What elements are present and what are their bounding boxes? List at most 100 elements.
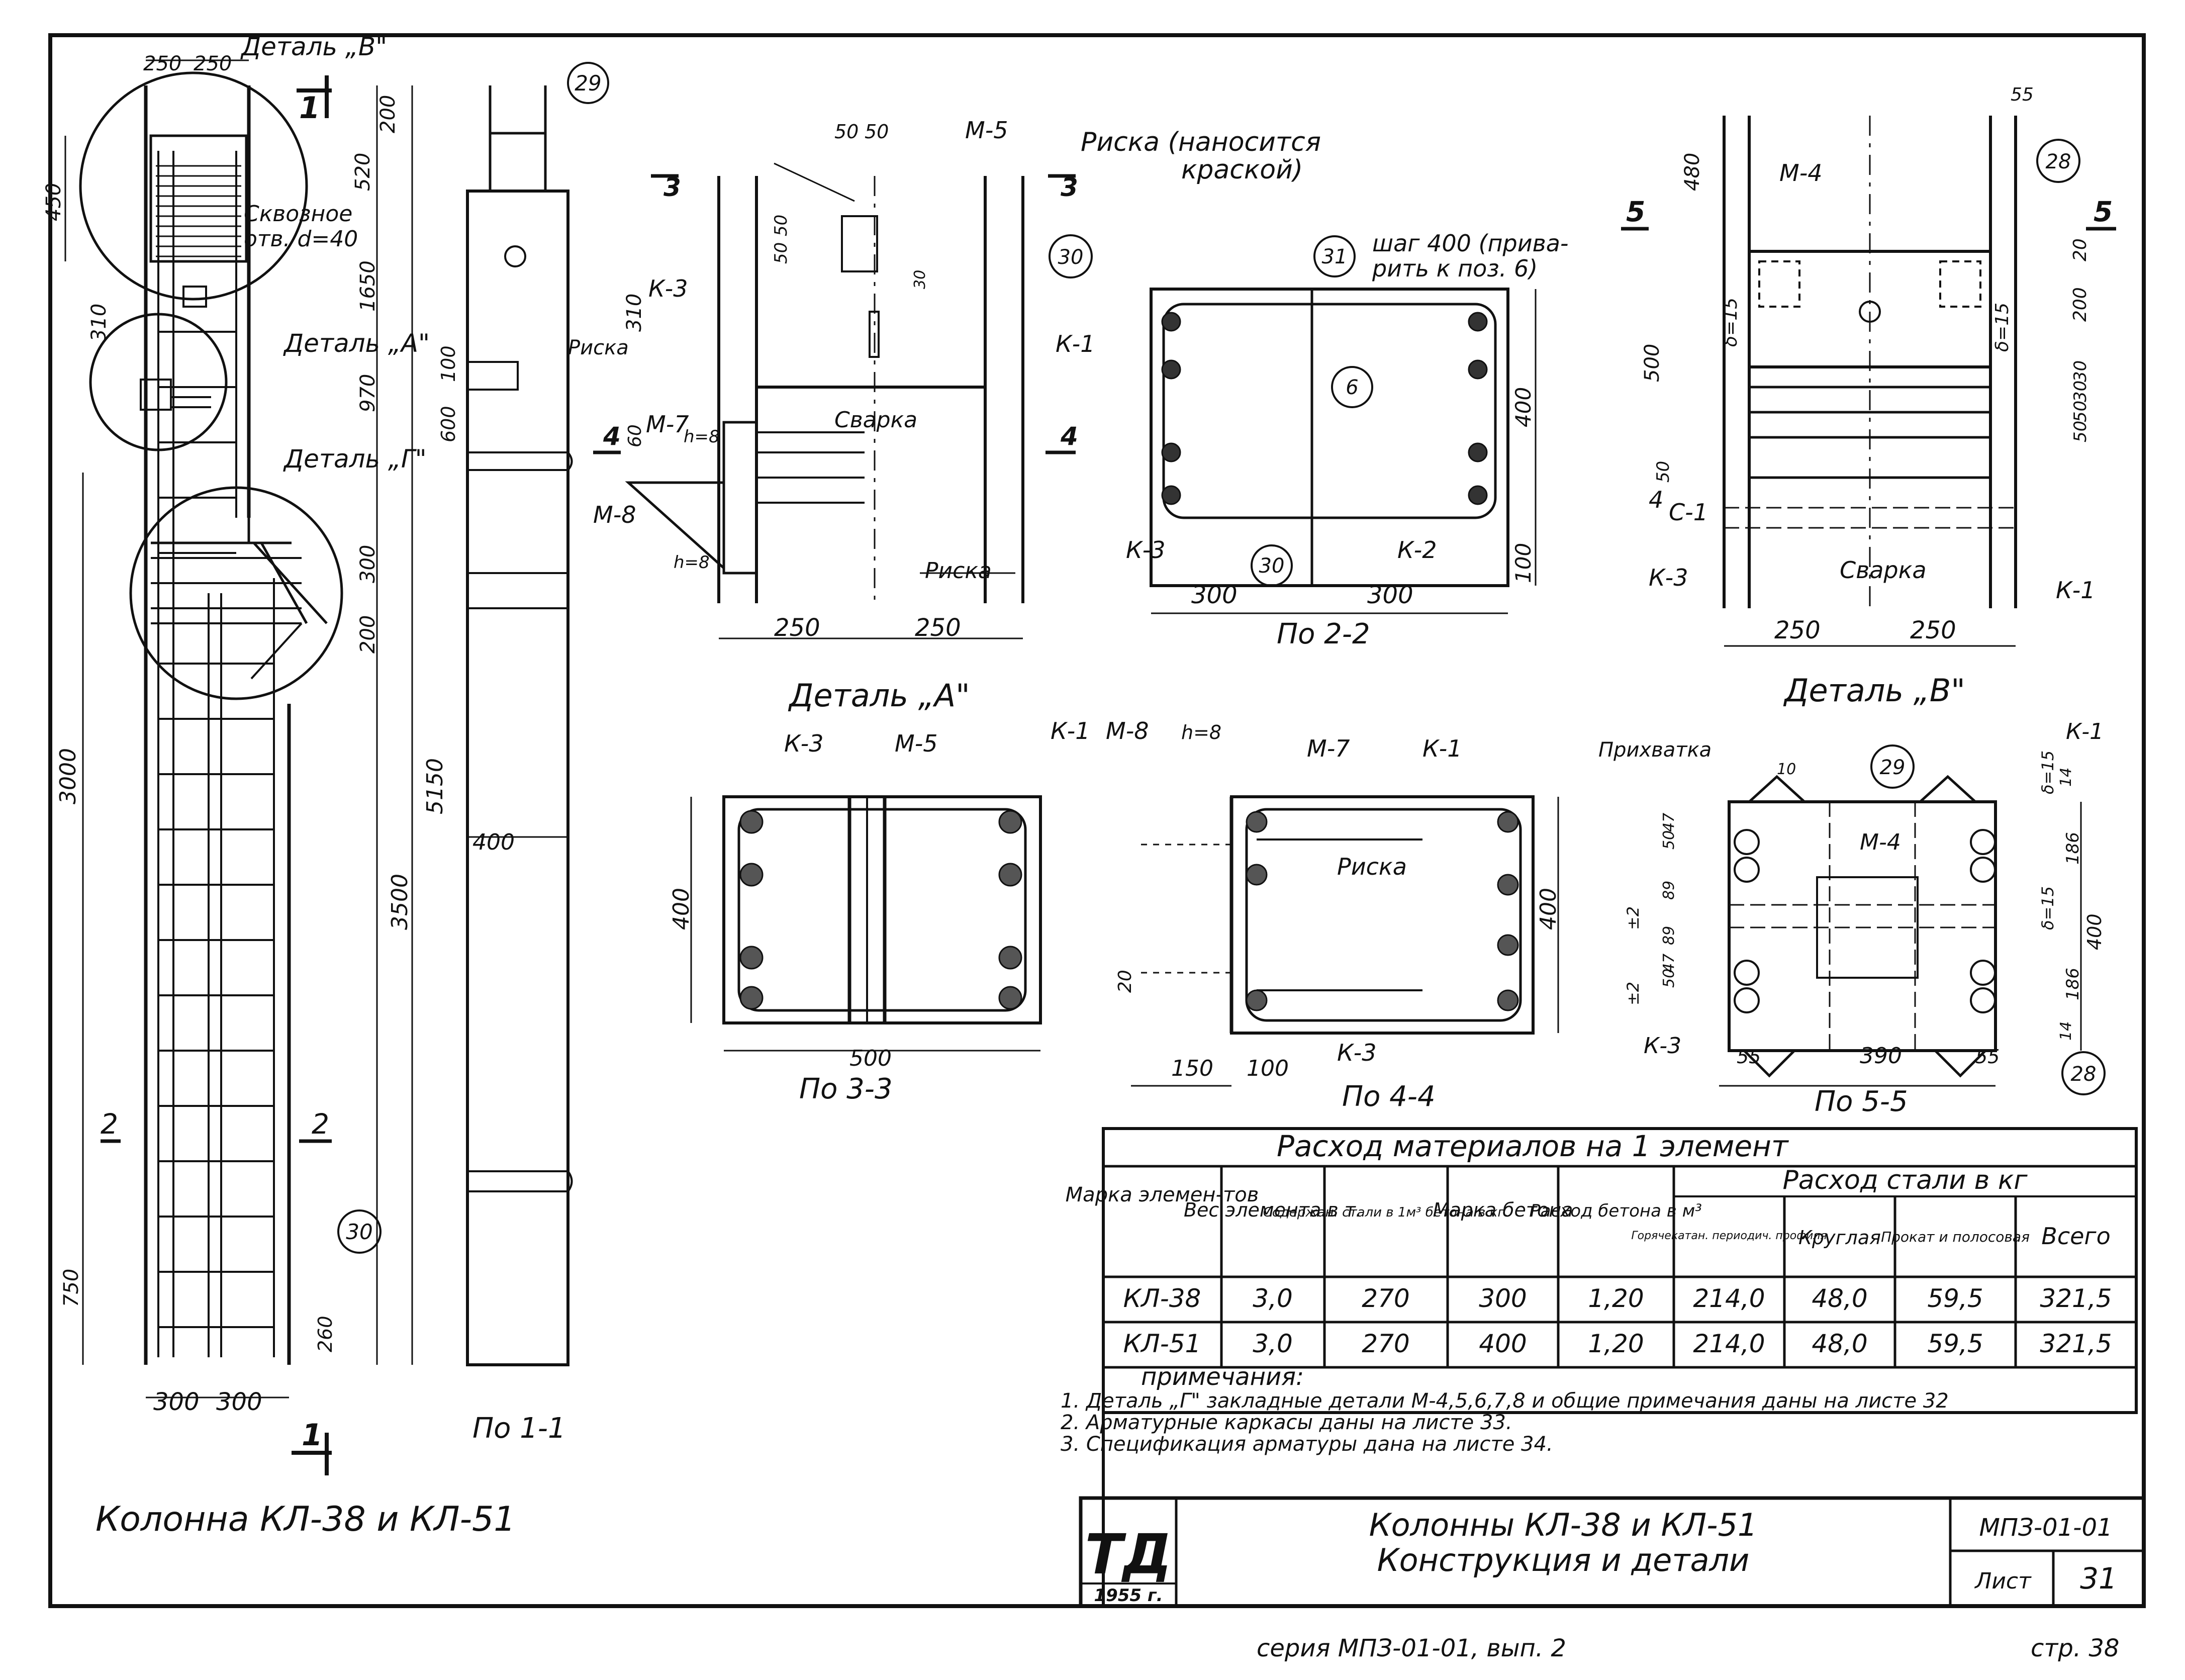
section-5-5-label-5: ±2: [1624, 982, 1643, 1005]
detail-v-label-4: Сварка: [1840, 556, 1927, 584]
table-cell-weight: 3,0: [1253, 1284, 1293, 1313]
detail-v-dim-2: 500: [1641, 344, 1664, 382]
note-1: 1. Деталь „Г" закладные детали М-4,5,6,7…: [1061, 1389, 1949, 1413]
table-cell-concrete_mark: 400: [1479, 1329, 1527, 1358]
section-3-3-rebars: [739, 810, 1022, 1010]
detail-a-title: Деталь „А": [788, 677, 970, 714]
col-strip-header: Прокат и полосовая: [1881, 1229, 2030, 1245]
materials-table: [1102, 1127, 2138, 1606]
main-dim-4: 450: [42, 183, 65, 221]
section-5-5-dim-1: 47: [1660, 813, 1678, 832]
detail-a-label-2: М-8: [593, 501, 636, 528]
table-cell-hot_rolled: 214,0: [1693, 1329, 1765, 1358]
callout-29-s55-circle: [1870, 744, 1915, 789]
section-2-2-note-1: шаг 400 (прива-: [1372, 230, 1569, 257]
callout-circle: [1331, 366, 1373, 408]
series-code: МПЗ-01-01: [1979, 1514, 2112, 1542]
stirrup-group: [158, 331, 274, 1328]
section-4-4-label-1: h=8: [1181, 721, 1221, 743]
footer-page: стр. 38: [2031, 1634, 2119, 1662]
section-2-2-dim-100: 100: [1511, 543, 1536, 583]
detail-b-circle: [79, 71, 308, 301]
detail-a-dim-0: 50: [834, 121, 859, 143]
detail-g-label: Деталь „Г": [283, 444, 427, 474]
section-2-right: 2: [312, 1108, 329, 1140]
rebar-section: [998, 863, 1022, 887]
rebar-section: [1497, 989, 1519, 1011]
rebar-section: [1970, 829, 1996, 855]
section-5-5-dim-13: 390: [1860, 1043, 1902, 1069]
rebar-section: [1970, 857, 1996, 883]
table-cell-total: 321,5: [2040, 1329, 2112, 1358]
notes-heading: примечания:: [1141, 1363, 1304, 1391]
section-4-4-rebars: [1246, 811, 1519, 1011]
section-2-2-label-k3: К-3: [1126, 536, 1166, 564]
section-5-5-dim-10: 14: [2057, 768, 2075, 787]
table-cell-mark: КЛ-51: [1123, 1329, 1201, 1358]
callout-28-s55-circle: [2061, 1051, 2106, 1095]
col-concrete-mark-header: Марка бетона: [1433, 1199, 1573, 1221]
rebar-section: [1468, 442, 1488, 462]
main-dim-18: 300: [153, 1388, 200, 1416]
callout-30-circle: [337, 1209, 382, 1254]
section-5-5-dim-2: 50: [1660, 830, 1678, 850]
detail-v-dim-7: 50: [2070, 421, 2091, 442]
col-mark-header: Марка элемен-тов: [1066, 1183, 1259, 1206]
section-5-5-rebars: [1734, 829, 1996, 1013]
rebar-section: [1497, 811, 1519, 833]
section-2-2-callout-0: 31: [1322, 245, 1348, 268]
detail-v-label-0: М-4: [1779, 159, 1823, 186]
section-2-2-callout-1: 6: [1346, 376, 1358, 399]
detail-v-view: [1621, 116, 2116, 647]
section-2-2-callout-2: 30: [1259, 554, 1285, 578]
section-5-5-dim-3: 89: [1660, 881, 1678, 900]
table-cell-concrete_volume: 1,20: [1588, 1329, 1644, 1358]
sheet-number: 31: [2080, 1561, 2117, 1596]
detail-a-label-4: К-1: [1056, 330, 1095, 357]
rebar-section: [739, 810, 764, 834]
main-dim-7: 970: [356, 374, 379, 412]
rebar-section: [1734, 829, 1760, 855]
detail-v-dim-8: 30: [2070, 381, 2091, 402]
rebar-section: [1734, 987, 1760, 1013]
callout-28-v: 28: [2046, 150, 2071, 173]
rebar-section: [1734, 857, 1760, 883]
section-1-bottom: 1: [302, 1418, 323, 1453]
detail-v-label-7: 4: [1649, 486, 1663, 513]
callout-circle: [1251, 544, 1293, 587]
section-1-top: 1: [299, 90, 320, 126]
section-5-5-label-1: М-4: [1860, 829, 1901, 855]
table-cell-mark: КЛ-38: [1123, 1284, 1201, 1313]
section-5-5-dim-9: 400: [2083, 913, 2106, 950]
rebar-section: [1161, 485, 1181, 505]
col-steelm3-header-text: Содержан. стали в 1м³ бетона в кг.: [1263, 1205, 1509, 1220]
table-cell-steel_per_m3: 270: [1362, 1284, 1409, 1313]
detail-v-dim-9: 50: [1653, 461, 1673, 483]
rebar-section: [1497, 874, 1519, 896]
riska-note-1: Риска (наносится: [1081, 127, 1321, 157]
detail-v-label-6: δ=15: [1992, 303, 2013, 352]
detail-v-label-5: δ=15: [1721, 298, 1741, 347]
detail-a-dim-4: 30: [911, 270, 929, 289]
detail-v-dim-4: 200: [2070, 287, 2091, 322]
detail-a-label-5: Сварка: [834, 407, 917, 433]
main-column-view: [64, 59, 573, 1475]
section-4-4-label-0: М-8: [1106, 717, 1149, 744]
col-steelm3-header: Содержан. стали в 1м³ бетона в кг.: [1263, 1205, 1509, 1220]
rebar-section: [1970, 960, 1996, 986]
section-4-4-dim-400: 400: [1536, 888, 1561, 930]
detail-a-dim-2: 50: [771, 215, 791, 236]
col-hot-rolled-header: Горячекатан. периодич. профиля: [1631, 1230, 1827, 1242]
section-4-4-dim-100: 100: [1247, 1056, 1289, 1081]
drawing-title-line2: Конструкция и детали: [1377, 1542, 1750, 1578]
rebar-section: [1161, 442, 1181, 462]
table-cell-weight: 3,0: [1253, 1329, 1293, 1358]
riska-label: Риска: [568, 336, 629, 359]
section-5-5-dim-12: 55: [1737, 1046, 1761, 1068]
section-5-5-dim-0: 10: [1777, 761, 1796, 778]
main-dim-5: 1650: [356, 260, 379, 312]
main-dim-15: 400: [472, 829, 515, 855]
